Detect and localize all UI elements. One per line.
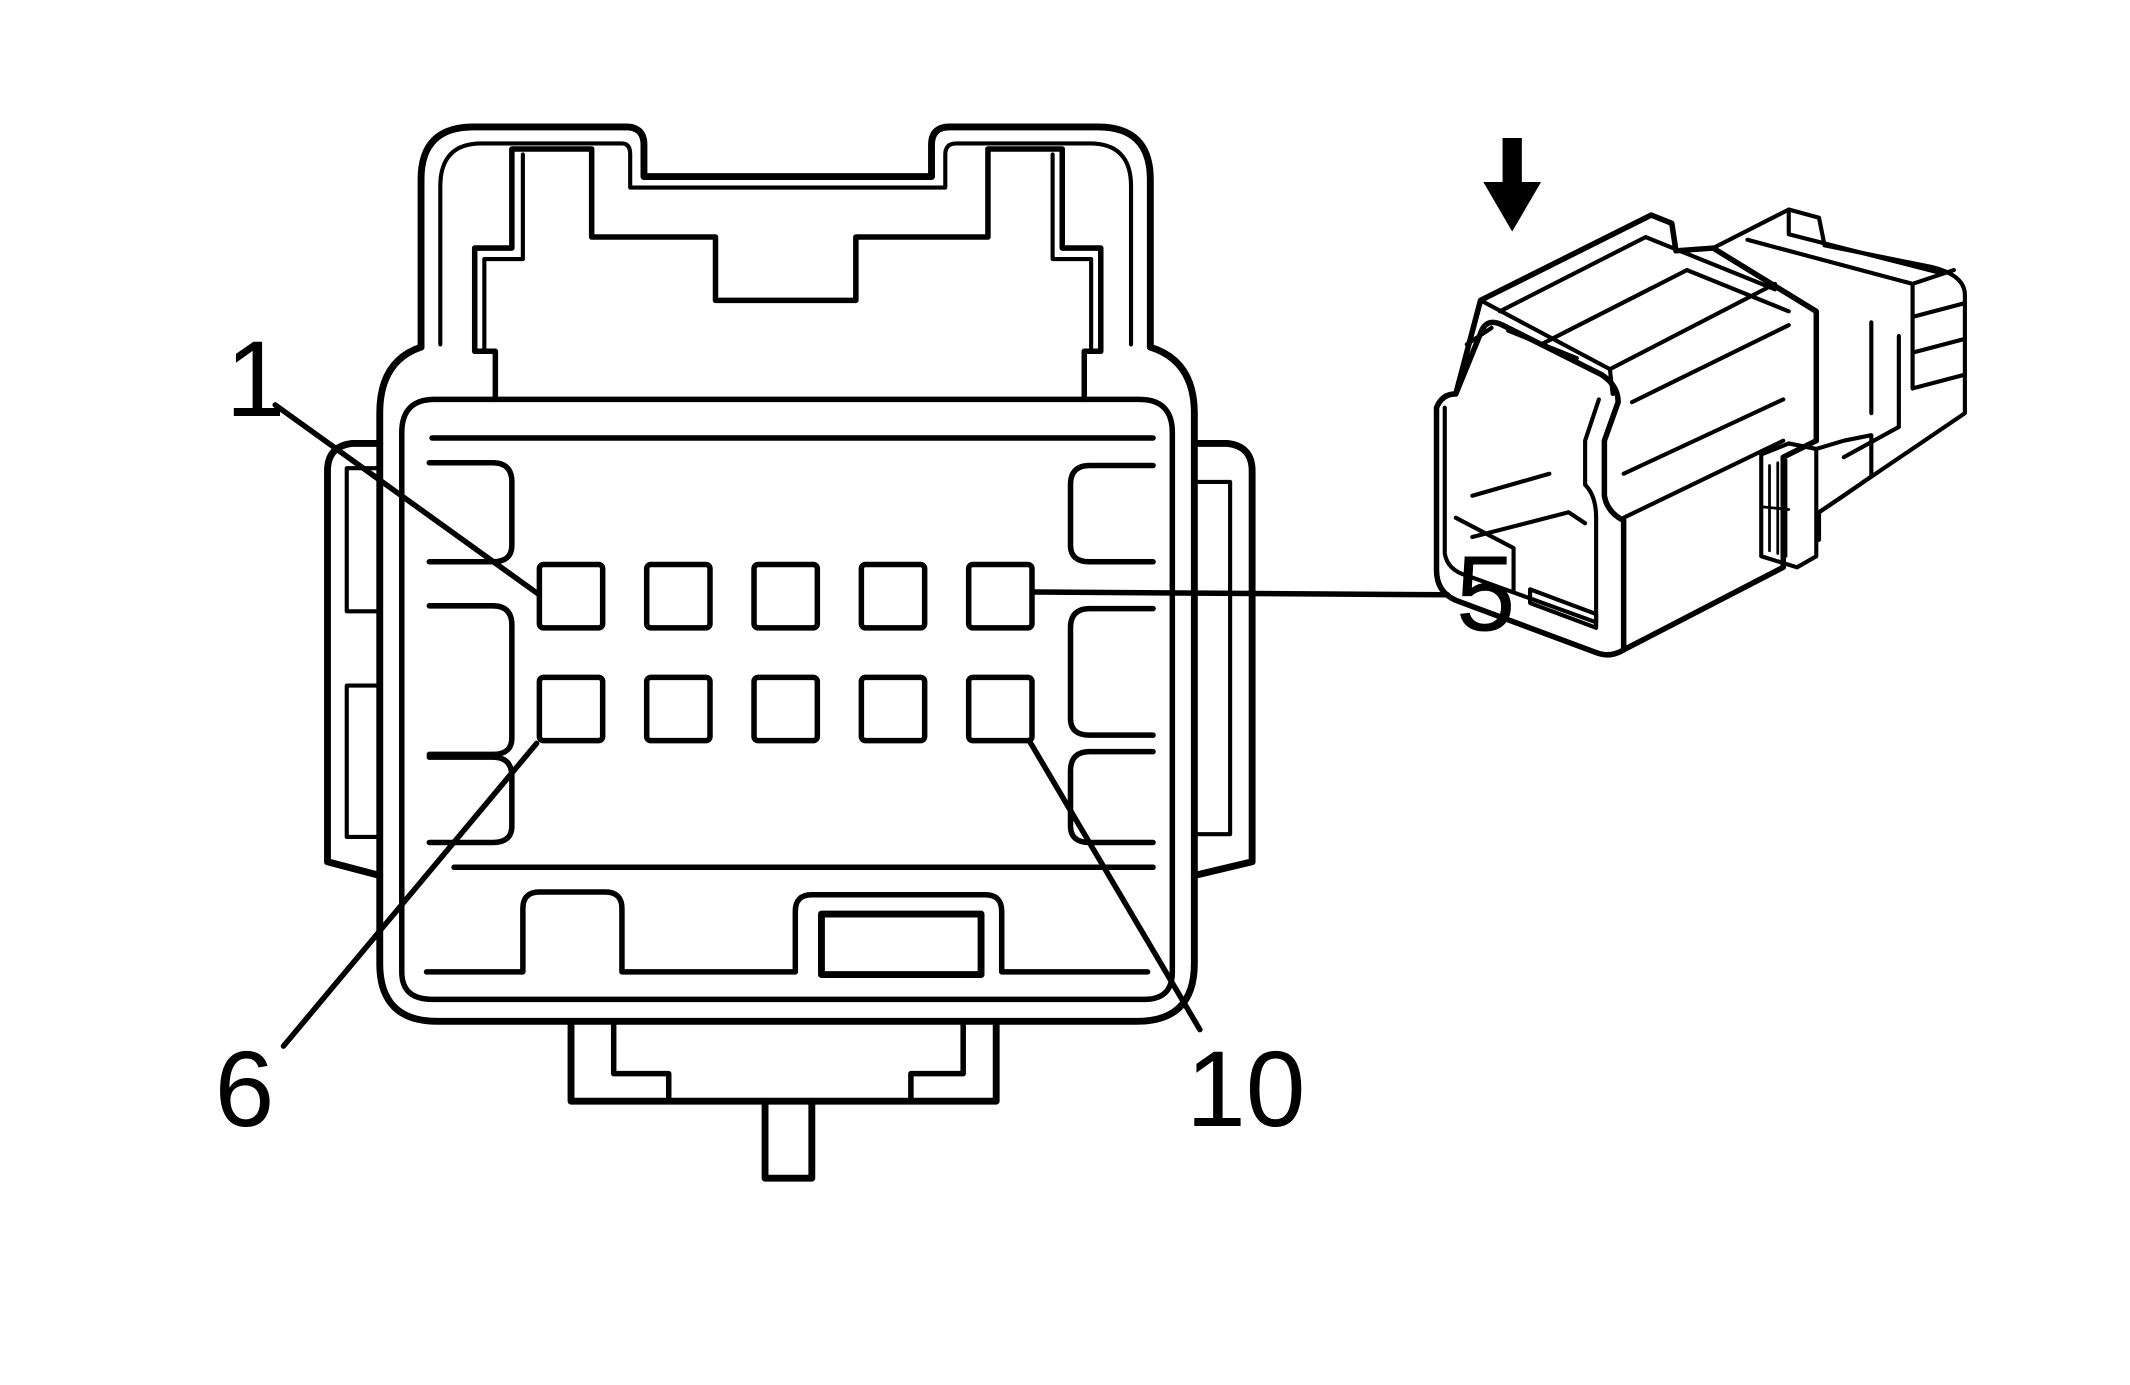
pin-cavity-9 [858, 674, 928, 744]
pin-cavity-4 [858, 561, 928, 631]
pin-cavity-8 [751, 674, 821, 744]
right-block-lower [1067, 748, 1156, 846]
left-side-rail [324, 440, 384, 879]
iso-main-body [1433, 212, 1820, 658]
iso-side-latch [1759, 441, 1819, 570]
right-block-upper [1067, 462, 1156, 565]
pin-cavity-5 [965, 561, 1035, 631]
bottom-key-slot [818, 910, 985, 979]
connector-face-view: 1 5 6 10 [215, 123, 1516, 1182]
iso-top-ridge [1478, 234, 1791, 396]
pin-label-10: 10 [1186, 1029, 1305, 1149]
body-outer-shell [376, 343, 1198, 1025]
pin-label-5: 5 [1456, 534, 1516, 654]
bottom-latch [567, 1017, 1000, 1105]
arrow-down-icon [1483, 137, 1542, 232]
right-block-middle [1067, 605, 1156, 738]
connector-isometric-view [1433, 137, 1967, 658]
pin-cavity-6 [536, 674, 606, 744]
pin-label-1: 1 [226, 319, 286, 439]
iso-latch-arm [1814, 433, 1874, 542]
iso-front-slot [1528, 587, 1599, 630]
left-block-upper [426, 459, 515, 565]
pin-cavity-7 [643, 674, 713, 744]
iso-front-inner [1442, 325, 1601, 625]
latch-tab-inner [482, 152, 1094, 354]
latch-tab [471, 146, 1104, 403]
left-side-rail-inner [344, 466, 382, 840]
pin-label-6: 6 [215, 1029, 275, 1149]
left-block-middle [426, 603, 515, 758]
right-side-rail [1190, 440, 1256, 879]
iso-front-guides [1453, 471, 1588, 595]
iso-rear-steps [1841, 301, 1967, 460]
body-inner-shell [399, 396, 1176, 1003]
iso-top-rails [1621, 323, 1791, 520]
iso-side-latch-ribs [1759, 458, 1791, 558]
right-side-rail-inner [1192, 479, 1233, 837]
pin-cavity-10 [965, 674, 1035, 744]
bottom-post [761, 1097, 816, 1182]
pin-cavity-1 [536, 561, 606, 631]
top-latch-inner [438, 141, 1134, 347]
leader-line-pin-1 [272, 402, 543, 598]
iso-front-frame [1453, 319, 1627, 653]
leader-line-pin-10 [1026, 737, 1203, 1033]
bottom-key-left [423, 889, 1151, 975]
leader-line-pin-6 [280, 740, 540, 1049]
top-latch-outer [417, 123, 1154, 351]
pin-cavity-3 [751, 561, 821, 631]
iso-rear-top [1745, 207, 1956, 391]
bottom-latch-inner [610, 1018, 966, 1102]
leader-line-pin-5 [1031, 589, 1451, 598]
iso-rear-body [1711, 207, 1967, 515]
pin-cavity-2 [643, 561, 713, 631]
left-block-lower [426, 754, 515, 846]
pin-cavities [536, 561, 1035, 744]
